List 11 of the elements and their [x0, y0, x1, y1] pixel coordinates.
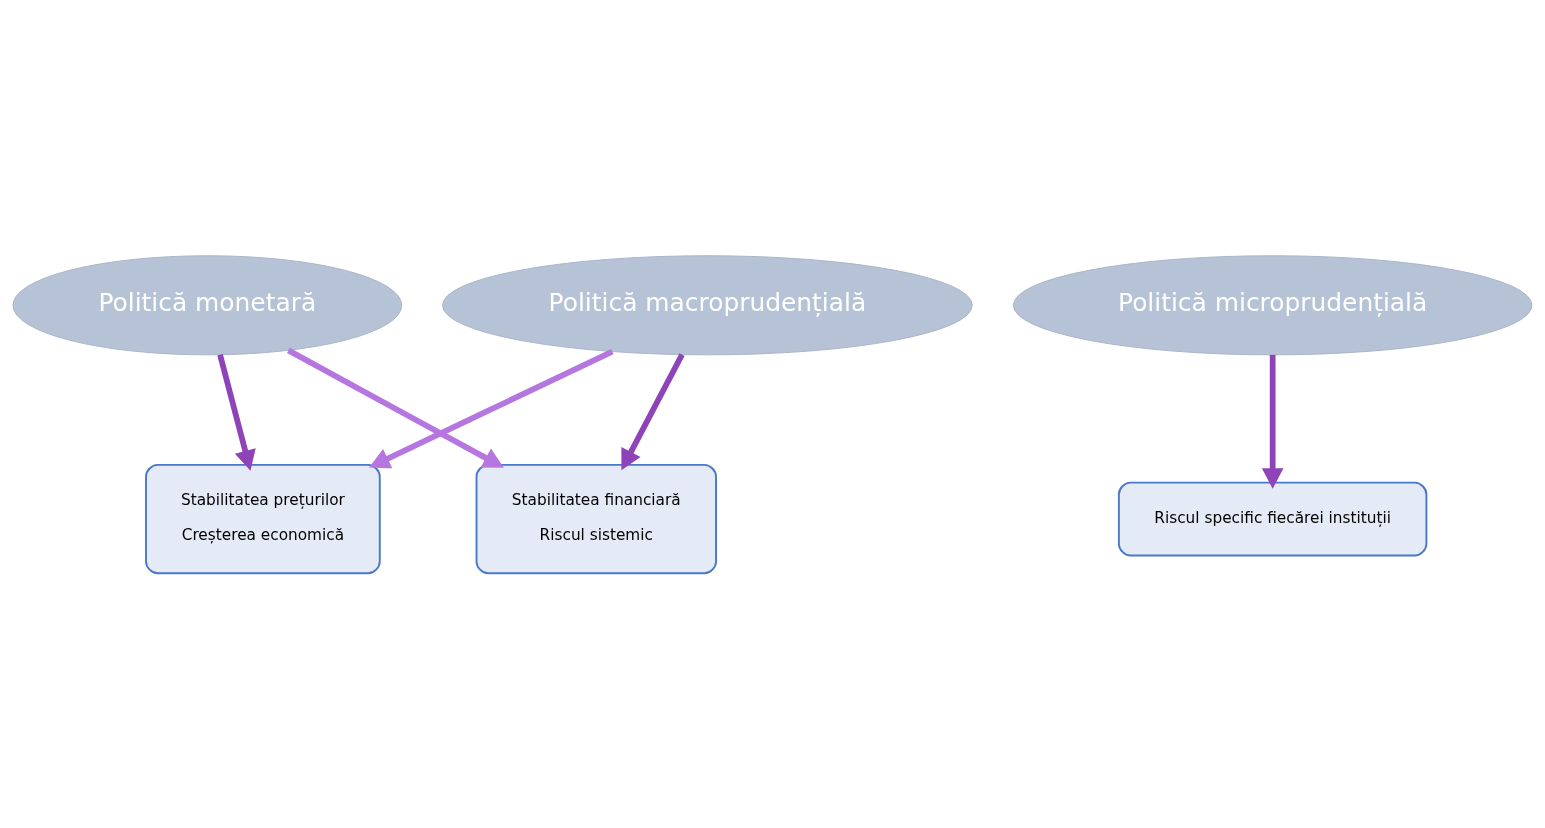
- node-ellipse: Politică monetară: [12, 254, 403, 355]
- node-ellipse: Politică macroprudențială: [442, 254, 973, 355]
- node-box: Stabilitatea financiară Riscul sistemic: [475, 463, 717, 574]
- node-ellipse: Politică microprudențială: [1012, 254, 1533, 355]
- arrow: [287, 347, 504, 468]
- arrow: [621, 352, 685, 470]
- node-box: Riscul specific fiecărei instituții: [1117, 481, 1428, 556]
- arrow: [369, 348, 614, 468]
- arrow: [217, 353, 256, 471]
- node-box: Stabilitatea prețurilor Creșterea economică: [145, 463, 381, 574]
- arrow: [1261, 354, 1284, 489]
